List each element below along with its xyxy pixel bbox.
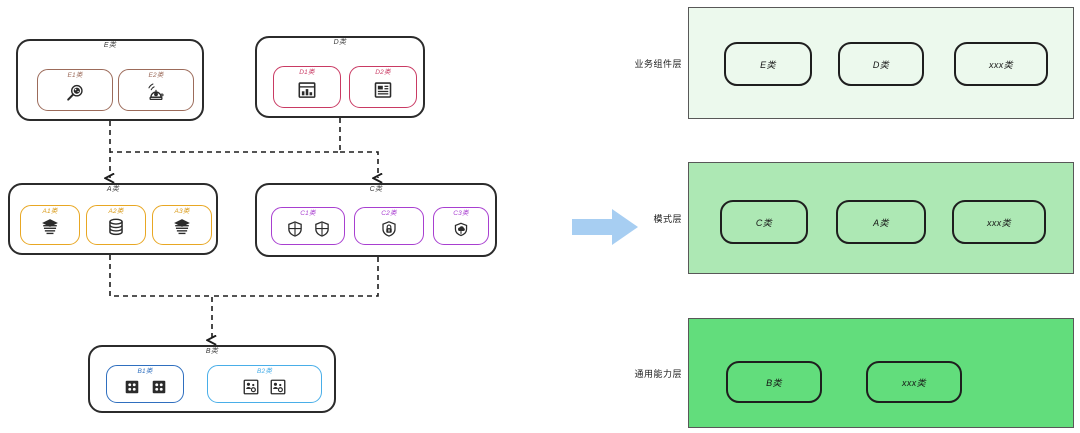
- stack-icon: [42, 219, 58, 235]
- group-A-title: A类: [106, 186, 120, 193]
- layer-item-E[interactable]: E类: [724, 42, 812, 86]
- subgroup-A3[interactable]: A3类: [152, 205, 212, 245]
- lock-shield-icon: [382, 221, 396, 237]
- document-icon: [374, 82, 392, 98]
- group-D[interactable]: D类 D1类 D2类: [255, 36, 425, 118]
- alarm-bell-icon: [148, 83, 164, 101]
- layer-item-A[interactable]: A类: [836, 200, 926, 244]
- stack-icon: [174, 219, 190, 235]
- subgroup-C2[interactable]: C2类: [354, 207, 424, 245]
- subgroup-B2[interactable]: B2类: [207, 365, 322, 403]
- right-arrow-icon: [572, 209, 638, 245]
- subgroup-C1-label: C1类: [300, 210, 316, 217]
- subgroup-B2-label: B2类: [256, 368, 273, 375]
- group-A[interactable]: A类 A1类 A2类 A3类: [8, 183, 218, 255]
- group-B-title: B类: [205, 348, 219, 355]
- subgroup-D1[interactable]: D1类: [273, 66, 341, 108]
- subgroup-A3-label: A3类: [174, 208, 190, 215]
- grid-block-icon: [152, 380, 165, 394]
- group-D-title: D类: [333, 39, 347, 46]
- subgroup-E2-label: E2类: [148, 72, 164, 79]
- layer-label-capability: 通用能力层: [634, 369, 682, 379]
- subgroup-E1-label: E1类: [67, 72, 83, 79]
- layer-item-C[interactable]: C类: [720, 200, 808, 244]
- subgroup-D2[interactable]: D2类: [349, 66, 417, 108]
- people-block-icon: [270, 379, 286, 395]
- subgroup-D2-label: D2类: [375, 69, 391, 76]
- layer-item-D[interactable]: D类: [838, 42, 924, 86]
- layer-item-B[interactable]: B类: [726, 361, 822, 403]
- shield-icon: [314, 221, 329, 237]
- subgroup-A2[interactable]: A2类: [86, 205, 146, 245]
- subgroup-B1[interactable]: B1类: [106, 365, 184, 403]
- subgroup-C3[interactable]: C3类: [433, 207, 489, 245]
- layer-label-pattern: 模式层: [653, 214, 682, 224]
- layer-band-pattern[interactable]: [688, 162, 1074, 274]
- layer-band-capability[interactable]: [688, 318, 1074, 428]
- people-block-icon: [243, 379, 259, 395]
- layer-band-business[interactable]: [688, 7, 1074, 119]
- shield-icon: [287, 221, 302, 237]
- group-B[interactable]: B类 B1类 B2类: [88, 345, 336, 413]
- magnifier-icon: [67, 84, 83, 101]
- group-E-title: E类: [103, 42, 117, 49]
- subgroup-A1-label: A1类: [42, 208, 58, 215]
- layer-item-xxx-business[interactable]: xxx类: [954, 42, 1048, 86]
- bar-chart-icon: [298, 82, 316, 98]
- grid-block-icon: [125, 380, 138, 394]
- subgroup-D1-label: D1类: [299, 69, 315, 76]
- subgroup-E1[interactable]: E1类: [37, 69, 113, 111]
- subgroup-C2-label: C2类: [381, 210, 397, 217]
- group-E[interactable]: E类 E1类 E2类: [16, 39, 204, 121]
- group-C[interactable]: C类 C1类 C2类 C3类: [255, 183, 497, 257]
- subgroup-C1[interactable]: C1类: [271, 207, 345, 245]
- subgroup-C3-label: C3类: [453, 210, 469, 217]
- database-icon: [109, 218, 123, 236]
- layer-item-xxx-pattern[interactable]: xxx类: [952, 200, 1046, 244]
- layer-item-xxx-capability[interactable]: xxx类: [866, 361, 962, 403]
- subgroup-E2[interactable]: E2类: [118, 69, 194, 111]
- group-C-title: C类: [369, 186, 383, 193]
- subgroup-A1[interactable]: A1类: [20, 205, 80, 245]
- subgroup-A2-label: A2类: [108, 208, 124, 215]
- subgroup-B1-label: B1类: [137, 368, 153, 375]
- cloud-shield-icon: [454, 222, 468, 237]
- layer-label-business: 业务组件层: [634, 59, 682, 69]
